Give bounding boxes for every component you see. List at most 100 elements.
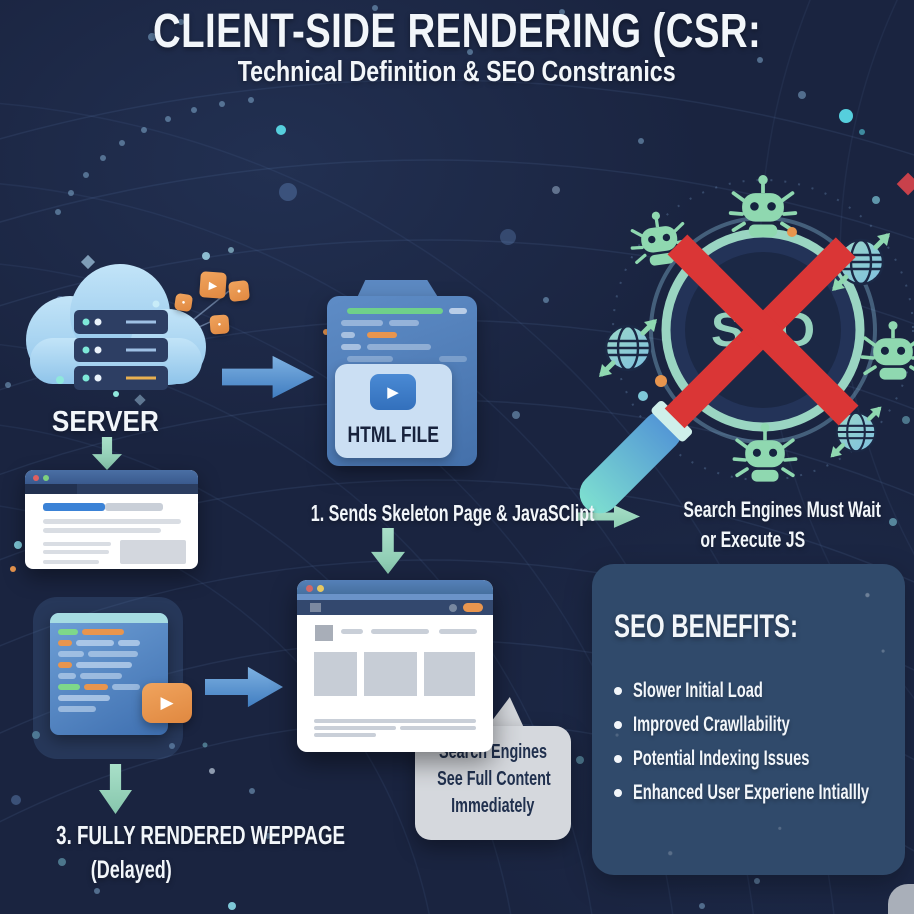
browser-titlebar xyxy=(25,470,198,484)
bullet-icon xyxy=(614,687,622,695)
bullet-icon xyxy=(614,721,622,729)
benefit-item: Slower Initial Load xyxy=(614,674,891,708)
code-editor-icon: ▶ xyxy=(33,597,192,759)
code-line xyxy=(76,640,114,646)
page-subtitle: Technical Definition & SEO Constranics xyxy=(238,56,676,88)
code-line xyxy=(347,356,393,362)
code-line xyxy=(58,662,72,668)
close-dot-icon xyxy=(306,585,313,592)
skeleton-line xyxy=(43,519,181,524)
nav-square-icon xyxy=(310,603,321,612)
asset-dot-icon: ● xyxy=(173,292,194,313)
page-title: CLIENT-SIDE RENDERING (CSR: xyxy=(152,5,762,58)
seo-benefits-panel: SEO BENEFITS: Slower Initial Load Improv… xyxy=(592,564,905,875)
code-line xyxy=(80,673,122,679)
benefit-item: Potential Indexing Issues xyxy=(614,742,891,776)
cloud-server-icon xyxy=(26,264,206,397)
skeleton-bar xyxy=(43,503,105,511)
robot-crawler-icon xyxy=(728,173,798,239)
skeleton-line xyxy=(43,560,99,564)
robot-crawler-icon xyxy=(860,319,914,382)
seo-blocked-icon: SEO xyxy=(579,173,914,514)
file-body: ▶ HTML FILE xyxy=(327,296,477,466)
browser-strip xyxy=(297,594,493,600)
play-icon: ▶ xyxy=(142,683,192,723)
content-line xyxy=(341,629,363,634)
benefit-item: Improved Crawllability xyxy=(614,708,891,742)
wait-caption: Search Engines Must Wait or Execute JS xyxy=(683,497,881,552)
minimize-dot-icon xyxy=(317,585,324,592)
code-line xyxy=(118,640,140,646)
code-line xyxy=(88,651,138,657)
browser-tabstrip xyxy=(25,484,198,494)
code-line xyxy=(82,629,124,635)
close-dot-icon xyxy=(33,475,39,481)
rendered-browser-window xyxy=(297,580,493,752)
asset-dot-icon: ● xyxy=(209,314,230,335)
code-line xyxy=(58,640,72,646)
browser-tab xyxy=(25,484,77,494)
html-file-icon: ▶ HTML FILE xyxy=(325,276,480,468)
content-block xyxy=(424,652,475,696)
code-line xyxy=(58,673,76,679)
bullet-icon xyxy=(614,755,622,763)
orbit-ring xyxy=(612,179,914,481)
content-line xyxy=(314,719,476,723)
globe-icon xyxy=(599,319,657,377)
bullet-icon xyxy=(614,789,622,797)
code-line xyxy=(58,695,110,701)
benefits-heading: SEO BENEFITS: xyxy=(614,608,799,644)
nav-dot-icon xyxy=(449,604,457,612)
skeleton-bar xyxy=(105,503,163,511)
html-file-label: HTML FILE xyxy=(347,422,440,447)
code-line xyxy=(84,684,108,690)
content-block xyxy=(364,652,417,696)
code-line xyxy=(367,344,431,350)
code-line xyxy=(76,662,132,668)
code-line xyxy=(341,320,383,326)
red-x-icon xyxy=(667,234,859,426)
content-line xyxy=(371,629,429,634)
content-line xyxy=(314,733,376,737)
editor-titlebar xyxy=(50,613,168,623)
step3-label: 3. FULLY RENDERED WEPPAGE (Delayed) xyxy=(56,820,345,884)
minimize-dot-icon xyxy=(43,475,49,481)
skeleton-line xyxy=(43,542,111,546)
content-line xyxy=(400,726,476,730)
code-line xyxy=(439,356,467,362)
browser-titlebar xyxy=(297,580,493,594)
content-line xyxy=(439,629,477,634)
logo-block xyxy=(315,625,333,641)
asset-play-icon: ▶ xyxy=(199,271,227,299)
file-card: ▶ HTML FILE xyxy=(335,364,452,458)
benefits-list: Slower Initial Load Improved Crawllabili… xyxy=(614,674,891,810)
benefit-item: Enhanced User Experiene Intiallly xyxy=(614,776,891,810)
nav-pill-button xyxy=(463,603,483,612)
server-racks-icon xyxy=(74,310,168,390)
skeleton-block xyxy=(120,540,186,564)
server-label: SERVER xyxy=(51,406,159,438)
asset-dot-icon: ● xyxy=(228,280,250,302)
content-line xyxy=(314,726,396,730)
code-line xyxy=(341,332,355,338)
code-editor-window: ▶ xyxy=(50,613,192,735)
play-icon: ▶ xyxy=(370,374,416,410)
code-line xyxy=(341,344,361,350)
code-line xyxy=(58,684,80,690)
code-line xyxy=(58,629,78,635)
browser-navbar xyxy=(297,600,493,615)
skeleton-browser-window xyxy=(25,470,198,569)
code-line xyxy=(58,706,96,712)
content-block xyxy=(314,652,357,696)
step1-label: 1. Sends Skeleton Page & JavaSClipt xyxy=(310,500,595,526)
speech-bubble: Search Engines See Full Content Immediat… xyxy=(415,697,573,843)
code-line xyxy=(389,320,419,326)
code-line xyxy=(367,332,397,338)
robot-crawler-icon xyxy=(732,421,798,484)
skeleton-line xyxy=(43,550,109,554)
skeleton-line xyxy=(43,528,161,533)
code-line xyxy=(112,684,140,690)
code-line xyxy=(347,308,443,314)
code-line xyxy=(449,308,467,314)
